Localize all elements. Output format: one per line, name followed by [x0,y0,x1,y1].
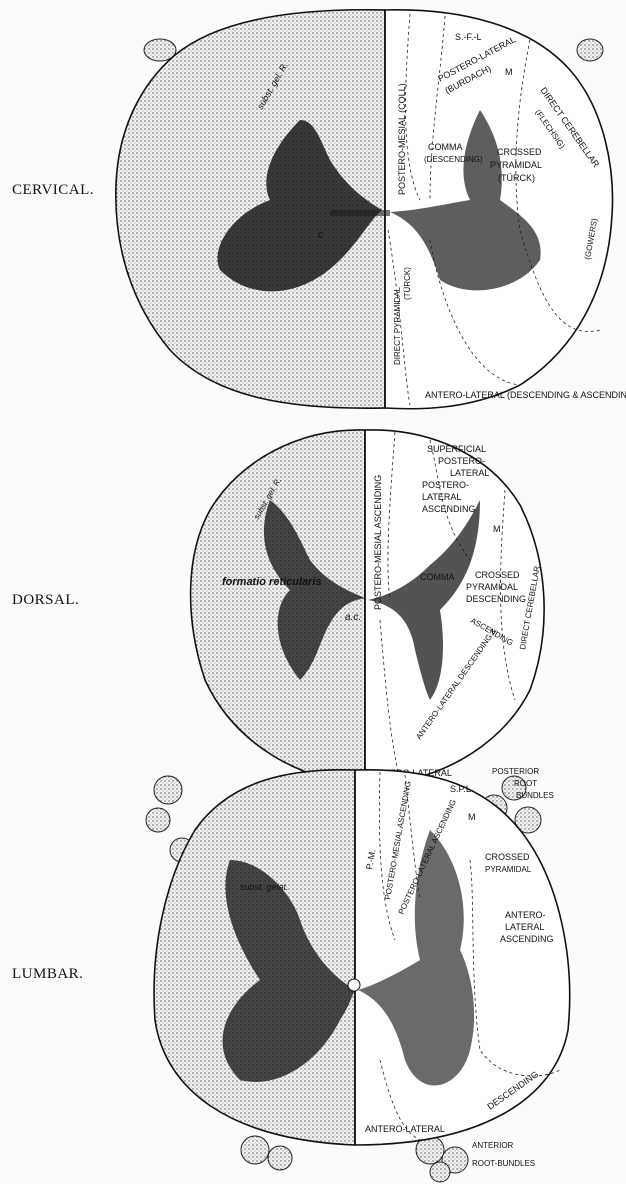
dorsal-tract-label: POSTERO- [438,456,485,466]
dorsal-tract-label: COMMA [420,572,455,582]
cervical-tract-label: (TÜRCK) [403,267,412,300]
dorsal-tract-label: CROSSED [475,570,520,580]
dorsal-gray-label: a.c. [345,612,361,623]
cervical-tract-label: S.-F.-L [455,32,482,42]
lumbar-tract-label: ROOT [514,779,537,788]
lumbar-tract-label: PYRAMIDAL [485,865,532,874]
cervical-gray-label: c [318,229,324,241]
lumbar-tract-label: CROSSED [485,852,530,862]
cervical-tract-label: COMMA [428,142,463,152]
lumbar-section: POSTERIOR ROOT BUNDLES S.P.L P.-M. POSTE… [146,767,570,1182]
lumbar-tract-label: ANTERIOR [472,1141,514,1150]
dorsal-tract-label: PYRAMIDAL [466,582,518,592]
dorsal-tract-label: SUPERFICIAL [427,444,486,454]
cervical-tract-label: M [505,67,513,77]
lumbar-tract-label: ANTERO-LATERAL [365,1124,445,1134]
cervical-tract-label: DIRECT PYRAMIDAL [393,286,402,365]
dorsal-section: SUPERFICIAL POSTERO- LATERAL POSTERO- LA… [191,430,545,785]
lumbar-tract-label: ROOT-BUNDLES [472,1159,535,1168]
cervical-tract-label: CROSSED [497,147,542,157]
root-bundle [268,1146,292,1170]
root-bundle [241,1136,269,1164]
lumbar-tract-label: M [468,812,476,822]
cervical-tract-label: ANTERO-LATERAL (DESCENDING & ASCENDING) [425,390,626,400]
dorsal-tract-label: LATERAL [422,492,461,502]
lumbar-tract-label: POSTERIOR [492,767,539,776]
dorsal-tract-label: DESCENDING [466,594,526,604]
lumbar-tract-label: ANTERO- [505,910,546,920]
root-bundle [430,1162,450,1182]
cervical-tract-label: POSTERO-MESIAL (COLL) [397,83,407,195]
cervical-tract-label: (DESCENDING) [424,155,483,164]
root-bundle [146,808,170,832]
dorsal-tract-label: POSTERO-MESIAL ASCENDING [373,475,383,610]
cervical-tract-label: (TÜRCK) [498,173,535,183]
root-bundle [577,39,603,61]
dorsal-tract-label: ASCENDING [422,504,476,514]
dorsal-tract-label: POSTERO- [422,480,469,490]
dorsal-tract-label: LATERAL [450,468,489,478]
lumbar-tract-label: S.P.L [450,784,471,794]
lumbar-tract-label: ASCENDING [500,934,554,944]
root-bundle [154,776,182,804]
cervical-tract-label: PYRAMIDAL [490,160,542,170]
lumbar-tract-label: LATERAL [505,922,544,932]
lumbar-tract-label: BUNDLES [516,791,554,800]
cervical-section: S.-F.-L POSTERO-LATERAL (BURDACH) POSTER… [116,10,626,409]
dorsal-tract-label: M [493,524,501,534]
lumbar-gray-label: subst. gelat. [240,882,289,892]
dorsal-gray-label: formatio reticularis [222,576,322,588]
